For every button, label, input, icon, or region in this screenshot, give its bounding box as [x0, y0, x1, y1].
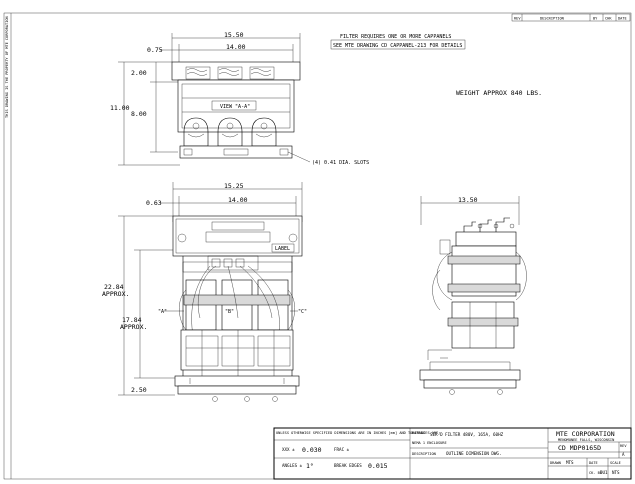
top-overall-width: 15.50 [224, 31, 244, 39]
top-height-overall: 11.00 [110, 104, 130, 112]
front-base-height: 2.50 [131, 386, 147, 394]
phase-c-label: "C" [298, 309, 307, 315]
front-view: 15.25 14.00 0.63 22.84 APPROX. 17.84 APP… [102, 182, 307, 402]
front-overall-width: 15.25 [224, 182, 244, 190]
product-sub: NEMA 1 ENCLOSURE [412, 441, 447, 445]
sheet-border [3, 12, 632, 480]
front-height-total-sub: APPROX. [102, 290, 129, 298]
drawn-value: MTS [566, 460, 574, 465]
company-name: MTE CORPORATION [556, 430, 615, 438]
description-header: DESCRIPTION [540, 17, 564, 21]
tolerance-note: UNLESS OTHERWISE SPECIFIED DIMENSIONS AR… [276, 431, 440, 435]
phase-a-label: "A" [158, 309, 167, 315]
note-filter-requires: FILTER REQUIRES ONE OR MORE CAPPANELS [340, 34, 451, 40]
description-label: DESCRIPTION [412, 452, 436, 456]
top-height-inner: 8.00 [131, 110, 147, 118]
front-height-inner-sub: APPROX. [120, 323, 147, 331]
by-header: BY [593, 17, 598, 21]
drawing-number: CD MDP0165D [558, 444, 601, 452]
phase-b-label: "B" [225, 309, 234, 315]
weight-note: WEIGHT APPROX 840 LBS. [456, 89, 542, 97]
chk-label: CK. BY [589, 471, 603, 475]
chk-value: DU1 [600, 470, 608, 475]
note-see-drawing: SEE MTE DRAWING CD CAPPANEL-213 FOR DETA… [333, 43, 462, 49]
tol-frac-label: FRAC ± [334, 447, 350, 452]
drawn-label: DRAWN [550, 461, 561, 465]
rev-value: A [622, 452, 625, 457]
product-label: MATRIX [412, 431, 426, 435]
hole-note: (4) 0.41 DIA. SLOTS [312, 160, 369, 166]
top-top-offset: 2.00 [131, 69, 147, 77]
coil-heads [183, 117, 277, 147]
note-box [330, 39, 466, 50]
label-box: LABEL [275, 246, 290, 252]
top-view: 15.50 14.00 0.75 11.00 2.00 8.00 VIEW "A… [110, 31, 369, 166]
scale-label: SCALE [610, 461, 621, 465]
break-edges-value: 0.015 [368, 462, 388, 470]
front-inner-width: 14.00 [228, 196, 248, 204]
front-height-total: 22.84 [104, 283, 124, 291]
chk-header: CHK [605, 17, 612, 21]
top-left-offset: 0.75 [147, 46, 163, 54]
date-header: DATE [618, 17, 627, 21]
company-sub: MENOMONEE FALLS, WISCONSIN [558, 438, 614, 442]
tol-xxx: 0.030 [302, 446, 322, 454]
top-inner-width: 14.00 [226, 43, 246, 51]
front-height-inner: 17.84 [122, 316, 142, 324]
view-label: VIEW "A-A" [220, 104, 250, 110]
side-view: 13.50 [419, 196, 527, 395]
date-label: DATE [589, 461, 598, 465]
description: OUTLINE DIMENSION DWG. [446, 451, 501, 456]
front-left-offset: 0.63 [146, 199, 162, 207]
side-margin-text: THIS DRAWING IS THE PROPERTY OF MTE CORP… [5, 16, 9, 118]
angles-value: 1° [306, 462, 314, 470]
rev-header: REV [514, 17, 521, 21]
revision-block: REV DESCRIPTION BY CHK DATE [511, 13, 631, 22]
angles-label: ANGLES ± [282, 463, 303, 468]
title-block: UNLESS OTHERWISE SPECIFIED DIMENSIONS AR… [273, 427, 632, 480]
tol-xxx-label: XXX ± [282, 447, 295, 452]
break-edges-label: BREAK EDGES [334, 463, 362, 468]
rev-label: REV [620, 444, 627, 448]
side-width: 13.50 [458, 196, 478, 204]
product: SER-D FILTER 480V, 165A, 60HZ [430, 432, 504, 437]
scale-value: NTS [612, 470, 620, 475]
